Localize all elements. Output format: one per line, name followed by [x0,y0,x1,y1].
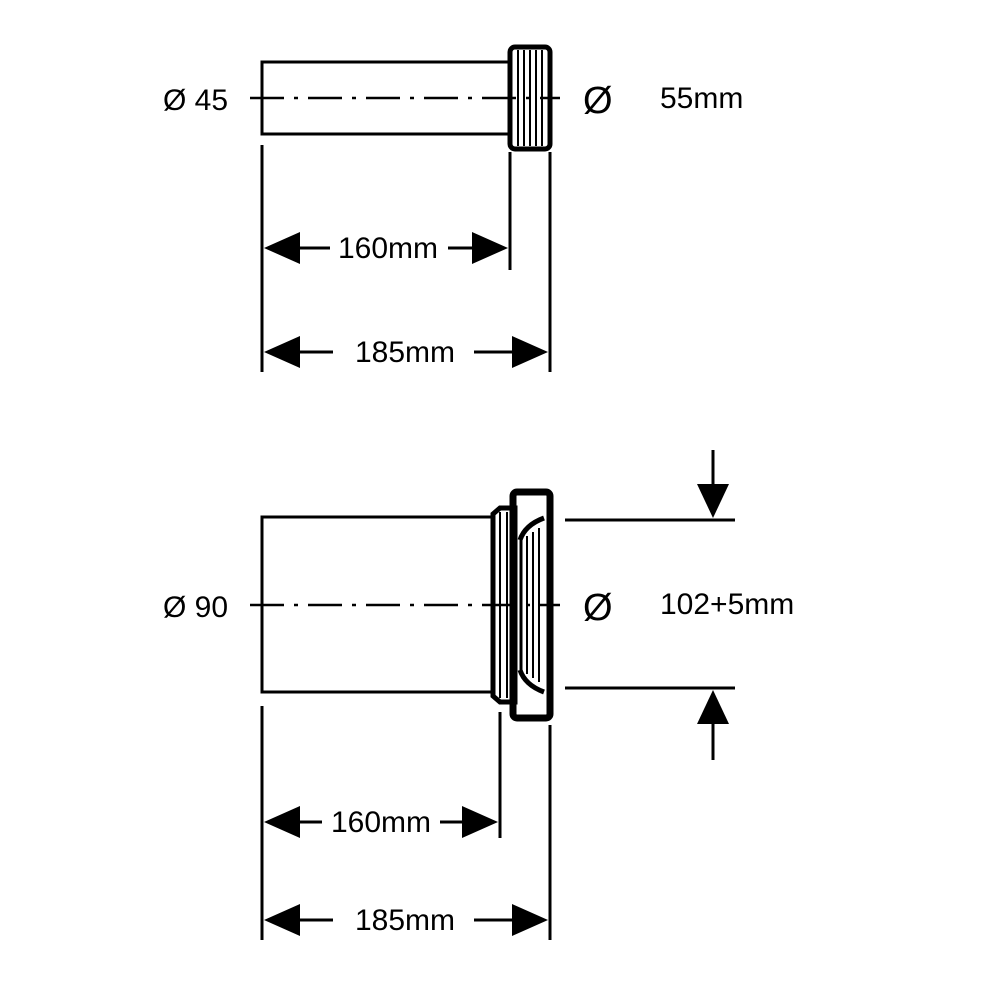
bottom-length-short-label: 160mm [331,806,431,839]
bottom-diameter-arrows [697,450,729,760]
bottom-outer-diameter-value: 102+5mm [660,588,794,621]
arrow-right-icon [462,806,498,838]
arrow-right-icon [512,904,548,936]
arrow-left-icon [264,904,300,936]
top-dimension-185: 185mm [264,336,548,369]
arrow-down-icon [697,484,729,518]
bottom-seal-collar [490,488,554,722]
arrow-left-icon [264,232,300,264]
arrow-left-icon [264,336,300,368]
top-length-total-label: 185mm [355,336,455,369]
top-inner-diameter-label: Ø 45 [163,84,228,117]
top-outer-diameter-value: 55mm [660,82,743,115]
arrow-right-icon [512,336,548,368]
bottom-dimension-185: 185mm [264,904,548,937]
bottom-dimension-160: 160mm [264,806,498,839]
top-length-short-label: 160mm [338,232,438,265]
bottom-outer-diameter-symbol: Ø [583,587,613,629]
bottom-inner-diameter-label: Ø 90 [163,591,228,624]
arrow-left-icon [264,806,300,838]
top-outer-diameter-symbol: Ø [583,80,613,122]
bottom-length-total-label: 185mm [355,904,455,937]
arrow-right-icon [472,232,508,264]
top-dimension-160: 160mm [264,232,508,265]
bottom-pipe-drawing: Ø 90 Ø 102+5mm 160mm 185mm [163,450,794,940]
arrow-up-icon [697,690,729,724]
top-pipe-drawing: Ø 45 Ø 55mm 160mm 185mm [163,44,743,372]
